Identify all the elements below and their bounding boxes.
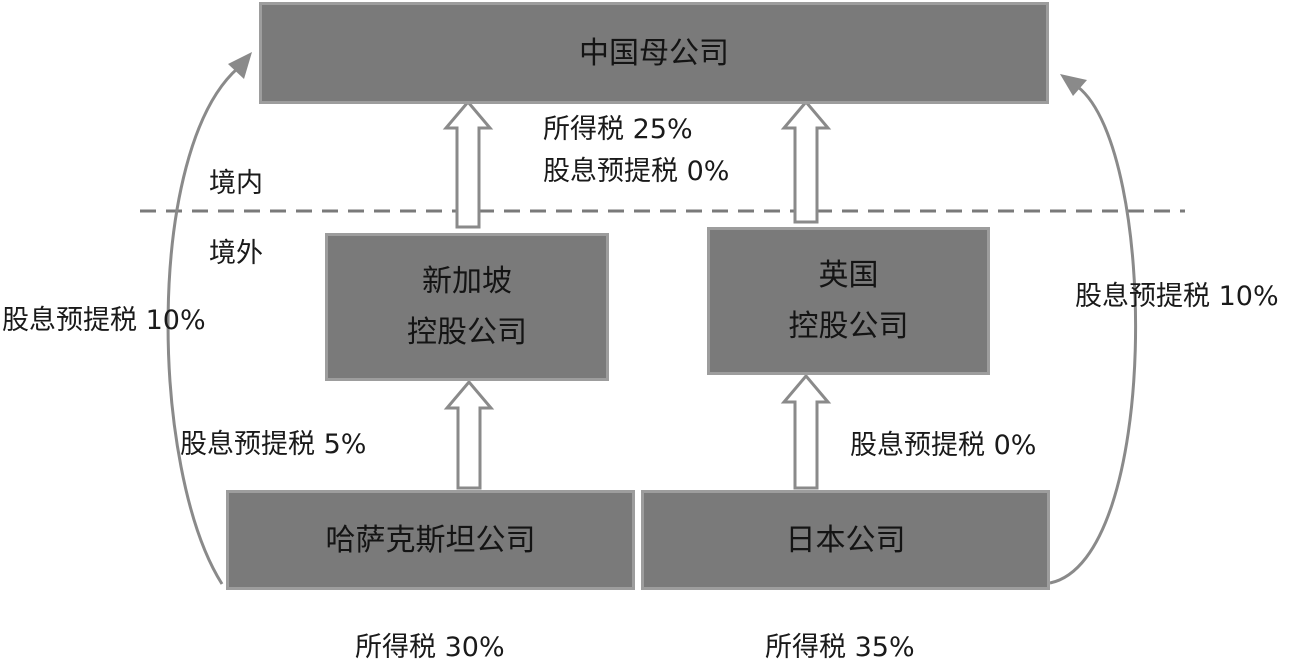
japan-company-box: 日本公司 [641,490,1050,590]
curved-arrow-kz-to-parent-head [228,52,252,79]
hollow-up-arrow-sg-to-parent [442,99,494,229]
jp-to-uk-wht-label: 股息预提税 0% [850,430,1037,461]
japan-company-label: 日本公司 [785,522,906,558]
parent-income-tax-label: 所得税 25% [543,114,693,145]
parent-company-box: 中国母公司 [259,2,1049,104]
jp-income-tax-label: 所得税 35% [765,632,915,663]
curved-arrow-kz-to-parent [166,66,239,585]
uk-holding-box: 英国 控股公司 [707,227,990,375]
uk-holding-line1: 英国 [818,258,879,293]
curved-arrow-jp-to-parent [1049,85,1138,585]
hollow-up-arrow-jp-to-uk [780,373,832,490]
singapore-holding-line1: 新加坡 [422,264,512,299]
kazakhstan-company-label: 哈萨克斯坦公司 [325,522,536,558]
kz-income-tax-label: 所得税 30% [355,632,505,663]
right-direct-wht-label: 股息预提税 10% [1075,281,1279,312]
parent-company-label: 中国母公司 [579,35,729,71]
hollow-up-arrow-kz-to-sg [443,379,495,490]
kazakhstan-company-box: 哈萨克斯坦公司 [226,490,635,590]
domestic-region-label: 境内 [209,168,263,199]
parent-dividend-wht-label: 股息预提税 0% [543,156,730,187]
singapore-holding-line2: 控股公司 [407,315,527,350]
singapore-holding-box: 新加坡 控股公司 [325,233,609,381]
uk-holding-line2: 控股公司 [788,309,909,344]
curved-arrow-jp-to-parent-head [1060,74,1087,96]
kz-to-sg-wht-label: 股息预提税 5% [180,429,367,460]
left-direct-wht-label: 股息预提税 10% [2,305,206,336]
hollow-up-arrow-uk-to-parent [780,99,832,224]
overseas-region-label: 境外 [209,238,263,269]
